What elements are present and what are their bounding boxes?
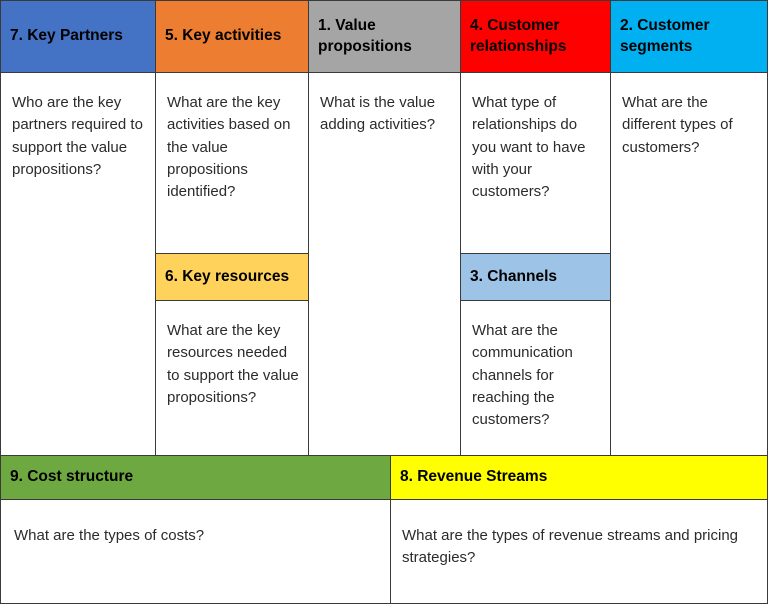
text-revenue-streams: What are the types of revenue streams an… <box>402 527 739 567</box>
header-customer-segments-label: 2. Customer segments <box>620 17 710 55</box>
header-customer-relationships-label: 4. Customer relationships <box>470 17 567 55</box>
cell-key-activities[interactable] <box>155 72 309 254</box>
cell-customer-segments[interactable] <box>610 72 768 456</box>
header-value-propositions[interactable]: 1. Value propositions <box>308 0 461 73</box>
header-customer-relationships[interactable]: 4. Customer relationships <box>460 0 611 73</box>
cell-key-partners[interactable] <box>0 72 156 456</box>
text-key-activities: What are the key activities based on the… <box>167 94 291 201</box>
header-revenue-streams[interactable]: 8. Revenue Streams <box>390 455 768 500</box>
cell-revenue-streams[interactable] <box>390 499 768 604</box>
header-customer-segments[interactable]: 2. Customer segments <box>610 0 768 73</box>
text-channels: What are the communication channels for … <box>472 322 573 429</box>
header-cost-structure[interactable]: 9. Cost structure <box>0 455 391 500</box>
text-cost-structure: What are the types of costs? <box>14 527 205 544</box>
cell-cost-structure[interactable] <box>0 499 391 604</box>
header-channels-label: 3. Channels <box>470 267 557 285</box>
header-revenue-streams-label: 8. Revenue Streams <box>400 468 548 486</box>
text-value-propositions: What is the value adding activities? <box>320 94 436 134</box>
cell-channels[interactable] <box>460 300 611 456</box>
header-cost-structure-label: 9. Cost structure <box>10 468 134 486</box>
header-key-resources[interactable]: 6. Key resources <box>155 253 309 301</box>
text-customer-relationships: What type of relationships do you want t… <box>472 94 586 201</box>
header-channels[interactable]: 3. Channels <box>460 253 611 301</box>
text-customer-segments: What are the different types of customer… <box>622 94 733 156</box>
text-key-partners: Who are the key partners required to sup… <box>12 94 143 179</box>
header-key-resources-label: 6. Key resources <box>165 267 290 285</box>
cell-key-resources[interactable] <box>155 300 309 456</box>
header-key-partners[interactable]: 7. Key Partners <box>0 0 156 73</box>
header-key-activities-label: 5. Key activities <box>165 27 282 45</box>
cell-customer-relationships[interactable] <box>460 72 611 254</box>
header-key-partners-label: 7. Key Partners <box>10 27 123 45</box>
text-key-resources: What are the key resources needed to sup… <box>167 322 299 407</box>
header-key-activities[interactable]: 5. Key activities <box>155 0 309 73</box>
header-value-propositions-label: 1. Value propositions <box>318 17 412 55</box>
